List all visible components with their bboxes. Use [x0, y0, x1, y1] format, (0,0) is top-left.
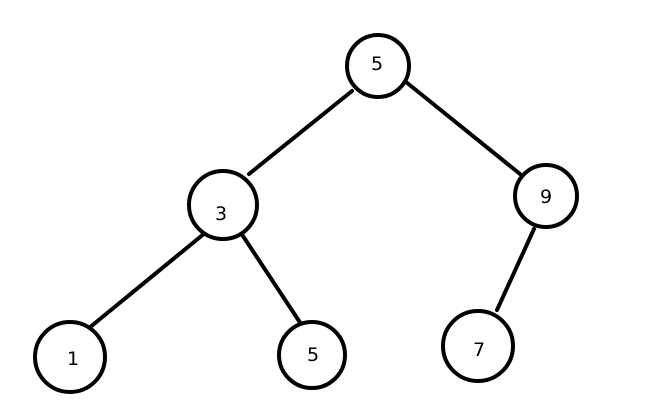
- edge-left-left-right: [239, 231, 303, 326]
- node-value: 5: [371, 53, 383, 75]
- tree-node-right: 9: [513, 163, 579, 229]
- node-circle: [345, 33, 411, 99]
- node-circle: [441, 309, 515, 383]
- node-circle: [33, 320, 107, 394]
- node-value: 9: [540, 186, 552, 208]
- edge-root-right: [404, 80, 522, 176]
- edge-right-right-left: [495, 227, 536, 312]
- tree-node-right-left: 7: [441, 309, 515, 383]
- node-circle: [277, 320, 347, 390]
- node-value: 3: [215, 203, 227, 225]
- node-value: 1: [67, 348, 79, 370]
- edge-root-left: [247, 89, 354, 176]
- node-value: 7: [473, 339, 485, 361]
- tree-node-left-right: 5: [277, 320, 347, 390]
- node-value: 5: [307, 344, 319, 366]
- tree-edges: [87, 80, 536, 330]
- tree-node-left: 3: [187, 169, 259, 241]
- node-circle: [513, 163, 579, 229]
- node-circle: [187, 169, 259, 241]
- tree-node-root: 5: [345, 33, 411, 99]
- tree-node-left-left: 1: [33, 320, 107, 394]
- edge-left-left-left: [87, 231, 207, 330]
